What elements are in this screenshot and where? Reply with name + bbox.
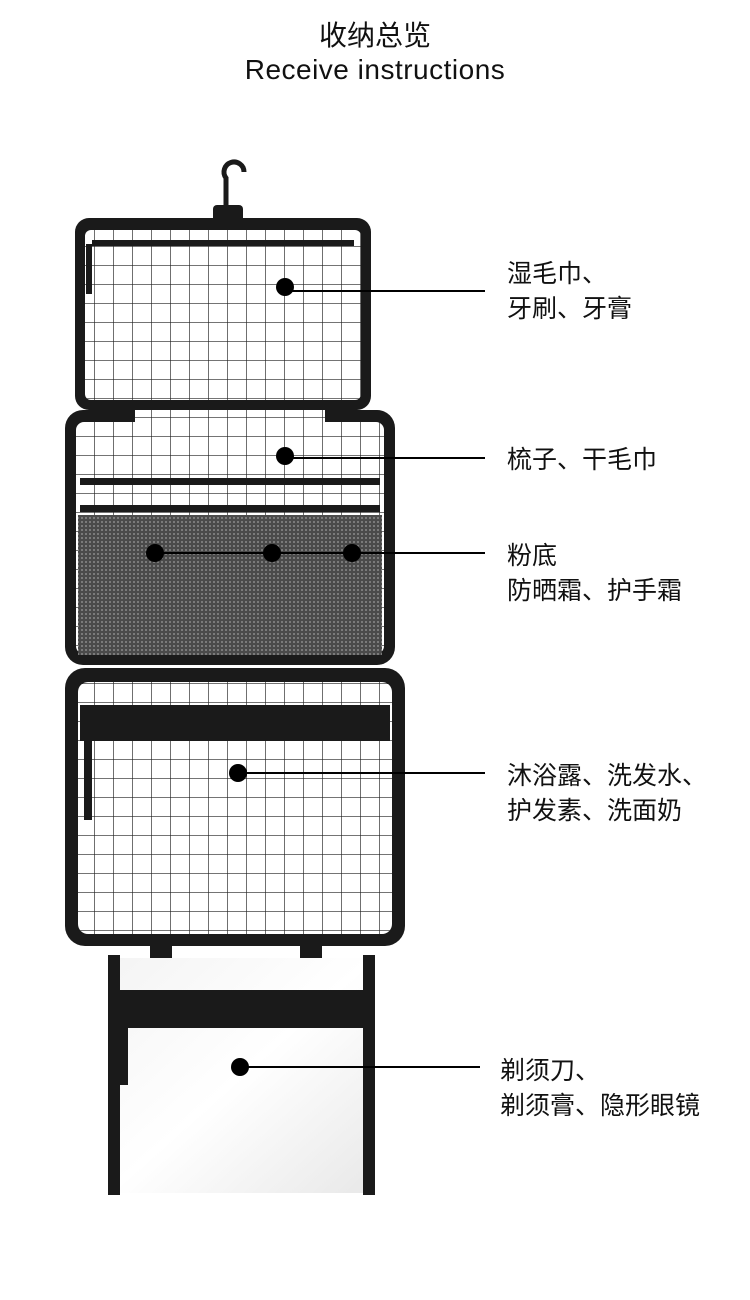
page-subtitle: Receive instructions bbox=[244, 54, 506, 85]
callout-3-line-1: 粉底 bbox=[507, 541, 558, 570]
callout-5-line-2: 剃须膏、隐形眼镜 bbox=[500, 1091, 701, 1120]
callout-label-3: 粉底 防晒霜、护手霜 bbox=[507, 538, 682, 608]
callout-1-line-2: 牙刷、牙膏 bbox=[507, 294, 633, 323]
callout-marker-2 bbox=[276, 447, 485, 465]
callout-label-4: 沐浴露、洗发水、 护发素、洗面奶 bbox=[507, 758, 707, 828]
main-compartment-panel bbox=[65, 668, 405, 983]
callout-5-line-1: 剃须刀、 bbox=[500, 1056, 601, 1085]
callout-label-5: 剃须刀、 剃须膏、隐形眼镜 bbox=[500, 1053, 700, 1123]
callout-marker-4 bbox=[229, 764, 485, 782]
callout-label-2: 梳子、干毛巾 bbox=[507, 442, 657, 477]
callout-marker-5 bbox=[231, 1058, 480, 1076]
callout-marker-1 bbox=[276, 278, 485, 296]
middle-mesh-panel bbox=[65, 410, 395, 665]
top-pocket-panel bbox=[75, 218, 371, 410]
callout-1-line-1: 湿毛巾、 bbox=[507, 259, 608, 288]
callout-4-line-1: 沐浴露、洗发水、 bbox=[507, 761, 708, 790]
callout-marker-3 bbox=[146, 544, 485, 562]
callout-2-line-1: 梳子、干毛巾 bbox=[507, 445, 658, 474]
page-title: 收纳总览 bbox=[318, 19, 431, 52]
callout-3-line-2: 防晒霜、护手霜 bbox=[507, 576, 683, 605]
callout-4-line-2: 护发素、洗面奶 bbox=[507, 796, 683, 825]
callout-label-1: 湿毛巾、 牙刷、牙膏 bbox=[507, 256, 632, 326]
clear-bottom-pocket bbox=[108, 955, 375, 1195]
hanging-hook bbox=[213, 159, 247, 223]
callout-markers bbox=[146, 278, 485, 1076]
